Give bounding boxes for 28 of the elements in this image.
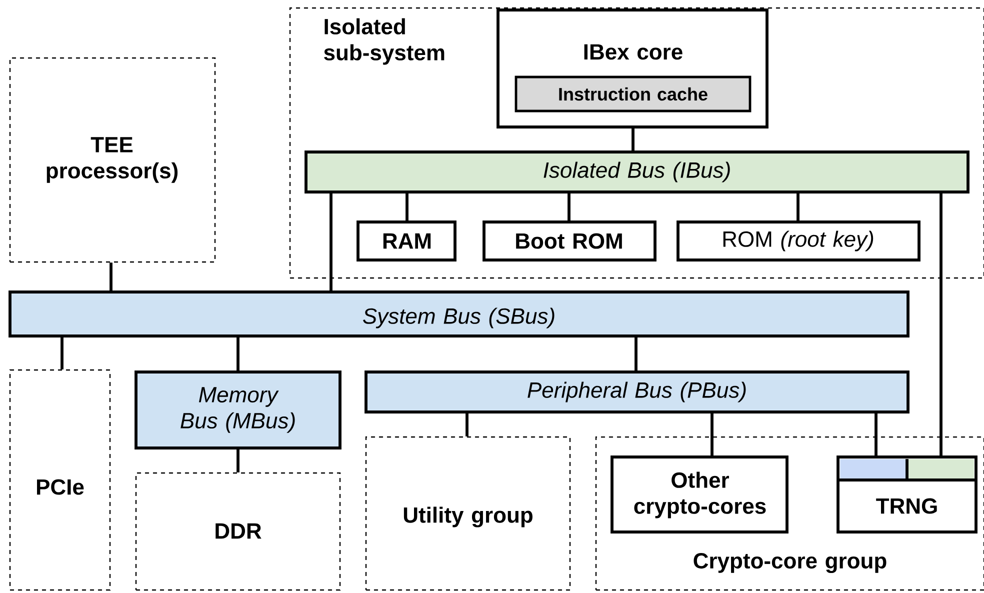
bus-bar: Memory Bus (MBus)	[134, 370, 342, 450]
component-box: TRNG	[836, 456, 978, 534]
bus-bar: Isolated Bus (IBus)	[304, 150, 970, 194]
connector-line	[568, 193, 570, 221]
component-box: Other crypto-cores	[610, 456, 788, 534]
connector-line	[406, 193, 408, 221]
connector-line	[110, 262, 112, 291]
group-region: DDR	[135, 472, 341, 591]
connector-line	[236, 449, 240, 472]
connector-line	[466, 413, 468, 436]
group-region: TEE processor(s)	[9, 57, 216, 263]
connector-line	[634, 337, 638, 371]
component-box: RAM	[356, 220, 456, 262]
bus-bar: System Bus (SBus)	[8, 290, 910, 338]
bus-bar: Peripheral Bus (PBus)	[364, 370, 910, 414]
connector-line	[796, 193, 800, 221]
group-region: PCIe	[9, 369, 111, 591]
group-region: Utility group	[365, 436, 571, 591]
cache-box: Instruction cache	[514, 76, 752, 112]
component-box: Boot ROM	[482, 220, 656, 262]
connector-line	[632, 128, 634, 151]
component-box: ROM (root key)	[676, 220, 920, 262]
connector-line	[236, 337, 240, 371]
connector-line	[940, 193, 942, 456]
connector-line	[60, 337, 64, 370]
connector-line	[330, 193, 332, 291]
connector-line	[874, 413, 878, 456]
connector-line	[710, 413, 714, 456]
